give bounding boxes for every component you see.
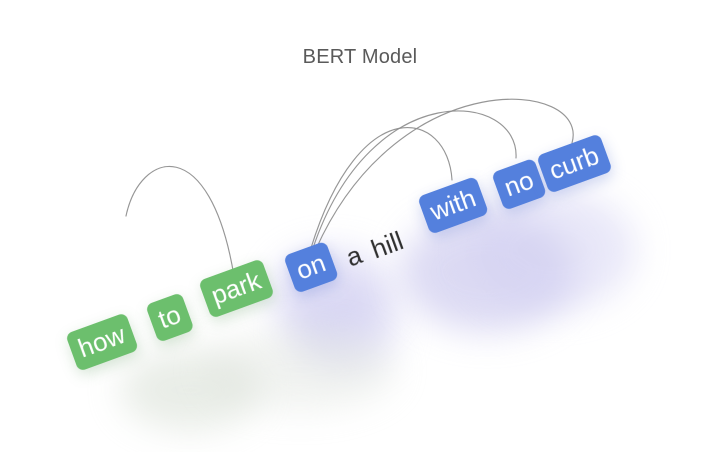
token-how: how [65,312,139,372]
page-title: BERT Model [302,46,418,68]
token-to: to [145,292,195,343]
token-on: on [283,240,340,294]
token-curb: curb [536,133,613,194]
token-with: with [417,175,490,235]
token-park: park [198,258,275,319]
